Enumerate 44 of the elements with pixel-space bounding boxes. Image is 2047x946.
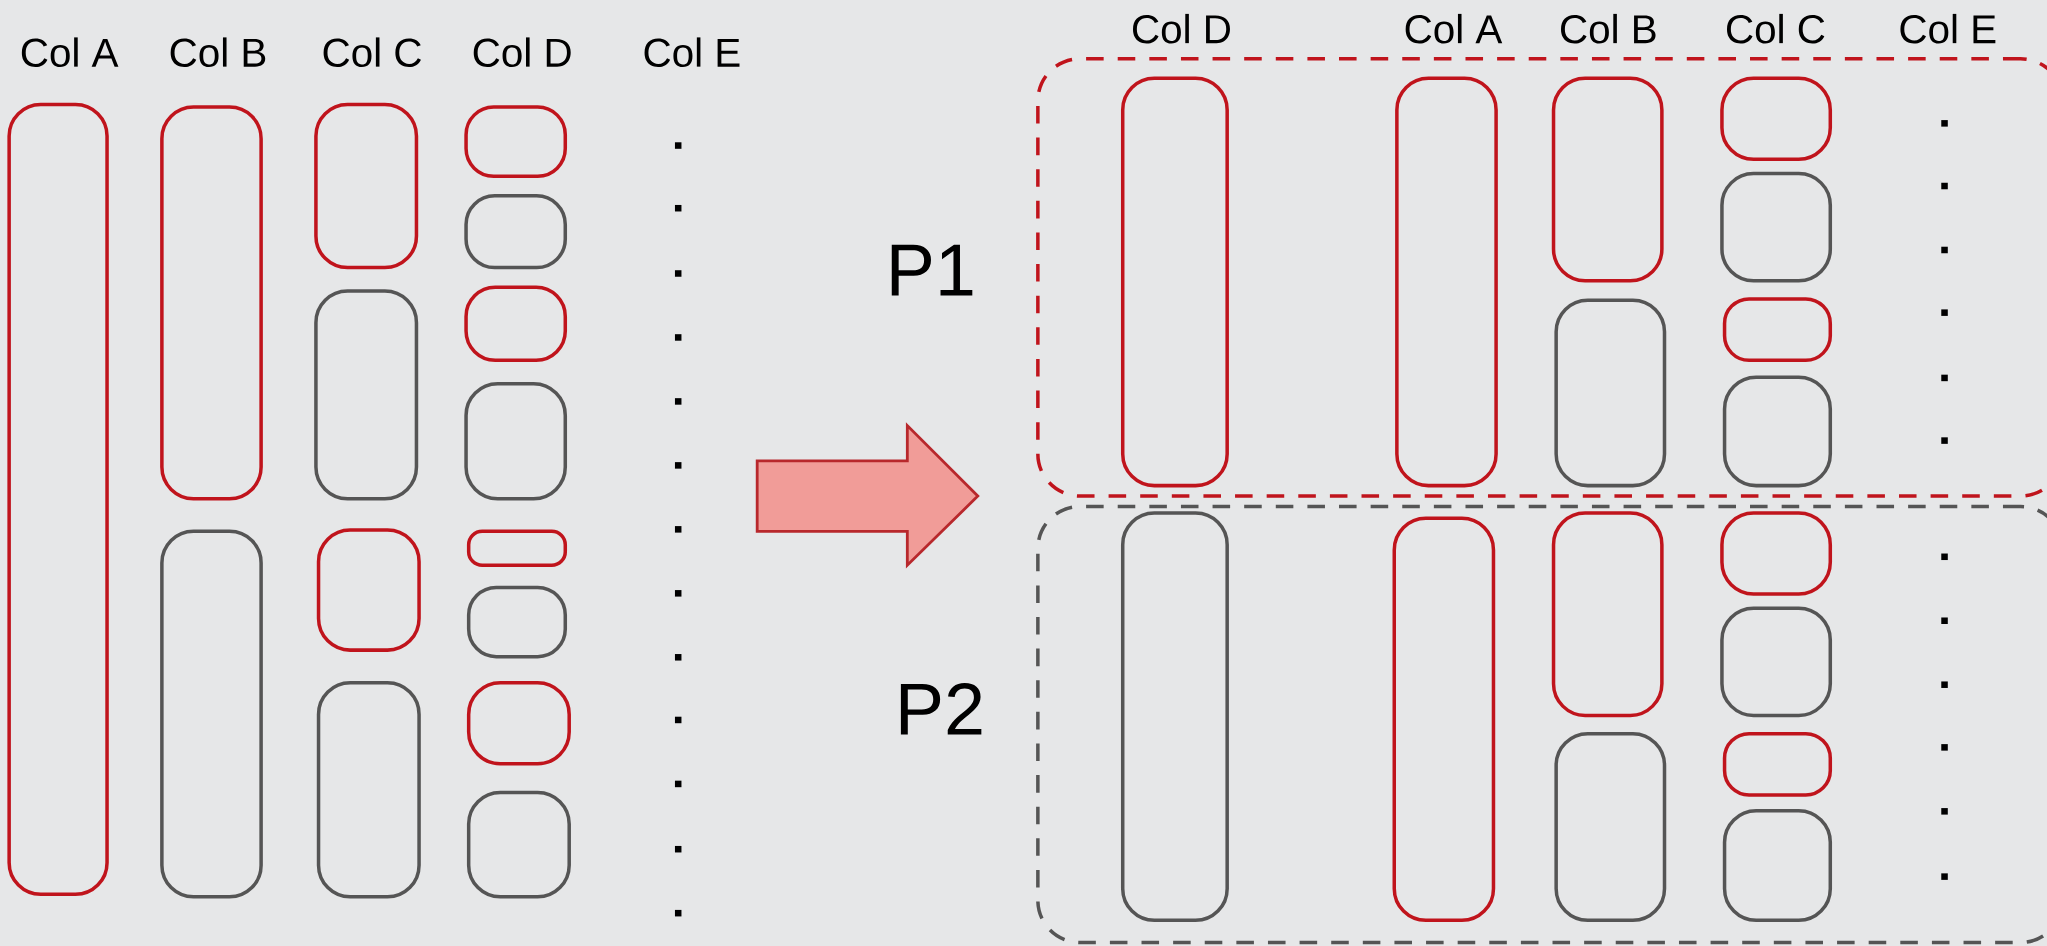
rounded-box bbox=[464, 381, 568, 501]
column-header: Col C bbox=[1727, 13, 1825, 44]
rounded-box bbox=[1395, 76, 1498, 488]
column-header: Col A bbox=[1405, 13, 1503, 44]
rounded-box bbox=[316, 680, 421, 899]
rounded-box bbox=[316, 528, 421, 652]
column-header: Col E bbox=[1900, 13, 1996, 44]
rounded-box bbox=[466, 790, 571, 899]
rounded-box bbox=[464, 193, 568, 270]
rounded-box bbox=[1392, 516, 1496, 922]
column-header: Col E bbox=[644, 37, 740, 67]
rounded-box bbox=[1551, 76, 1664, 283]
node-label: P1 bbox=[891, 244, 973, 296]
rounded-box bbox=[314, 289, 419, 501]
rounded-box bbox=[7, 102, 109, 896]
rounded-box bbox=[1720, 76, 1833, 161]
rounded-box bbox=[464, 105, 568, 178]
rounded-box bbox=[1120, 76, 1229, 488]
rounded-box bbox=[1722, 375, 1833, 488]
rounded-box bbox=[1720, 171, 1833, 283]
rounded-box bbox=[1120, 511, 1229, 922]
rounded-box bbox=[1554, 298, 1667, 488]
column-header: Col C bbox=[323, 37, 421, 67]
column-header: Col B bbox=[1561, 13, 1656, 44]
rounded-box bbox=[160, 105, 263, 501]
node-label: P2 bbox=[900, 682, 982, 735]
rounded-box bbox=[160, 529, 263, 899]
rounded-box bbox=[1720, 606, 1833, 717]
group-box: P1 bbox=[891, 56, 2047, 498]
rounded-box bbox=[1722, 808, 1833, 922]
group-box: P2 bbox=[900, 504, 2047, 945]
column-header: Col A bbox=[21, 37, 119, 67]
rounded-box bbox=[1722, 731, 1833, 797]
rounded-box bbox=[464, 285, 568, 362]
column-header: Col D bbox=[473, 37, 571, 67]
rounded-box bbox=[314, 102, 419, 270]
rounded-box bbox=[466, 680, 571, 766]
rounded-box bbox=[466, 529, 568, 567]
column-header: Col B bbox=[170, 37, 266, 67]
rounded-box bbox=[1722, 296, 1833, 362]
rounded-box bbox=[1551, 511, 1664, 717]
rounded-box bbox=[1554, 731, 1667, 922]
rounded-box bbox=[1720, 511, 1833, 596]
rounded-box bbox=[466, 585, 568, 659]
